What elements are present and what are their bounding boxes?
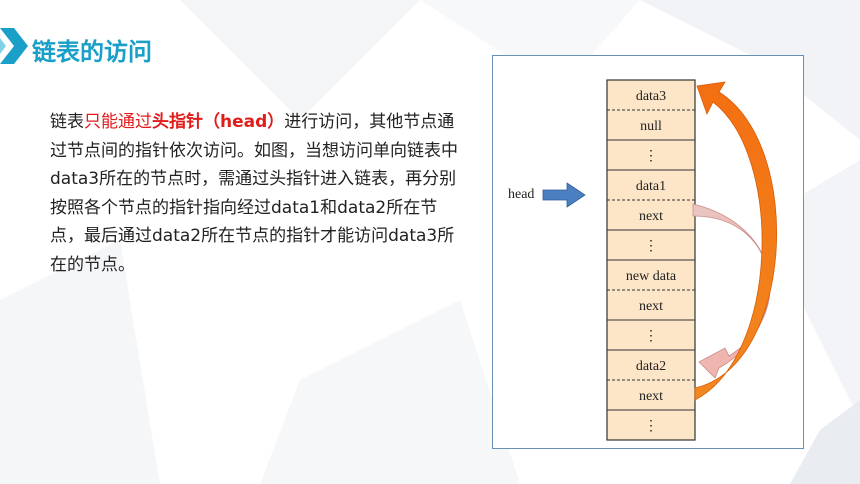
head-label: head (508, 187, 534, 202)
linked-list-diagram: data3 null ⋮ data1 next ⋮ new data next ⋮ data2 ne… (508, 79, 777, 441)
list-cell-label: next (639, 209, 663, 224)
para-seg-2: 只能通过 (84, 112, 152, 132)
head-arrow-icon (542, 182, 586, 208)
list-cell-label: data1 (636, 179, 666, 194)
para-seg-3: 头指针（head） (152, 112, 285, 132)
pink-pointer-arrow (692, 203, 771, 379)
list-cell-label: next (639, 389, 663, 404)
list-cell-label: data2 (636, 359, 666, 374)
list-cell-label: ⋮ (644, 329, 658, 344)
list-cell-label: new data (626, 269, 677, 284)
chevron-right-icon (0, 28, 28, 64)
list-cell-label: data3 (636, 89, 666, 104)
para-seg-4: 进行访问，其他节点通过节点间的指针依次访问。如图，当想访问单向链表中data3所… (50, 112, 458, 275)
list-cell-label: ⋮ (644, 419, 658, 434)
para-seg-1: 链表 (50, 112, 84, 132)
linked-list-figure: data3 null ⋮ data1 next ⋮ new data next ⋮ data2 ne… (492, 55, 804, 449)
list-cell-label: null (640, 119, 662, 134)
orange-pointer-arrow (694, 81, 777, 401)
description-paragraph: 链表只能通过头指针（head）进行访问，其他节点通过节点间的指针依次访问。如图，… (50, 108, 470, 279)
page-title: 链表的访问 (32, 38, 152, 66)
list-cell-label: ⋮ (644, 149, 658, 164)
list-cell-label: next (639, 299, 663, 314)
list-cell-label: ⋮ (644, 239, 658, 254)
